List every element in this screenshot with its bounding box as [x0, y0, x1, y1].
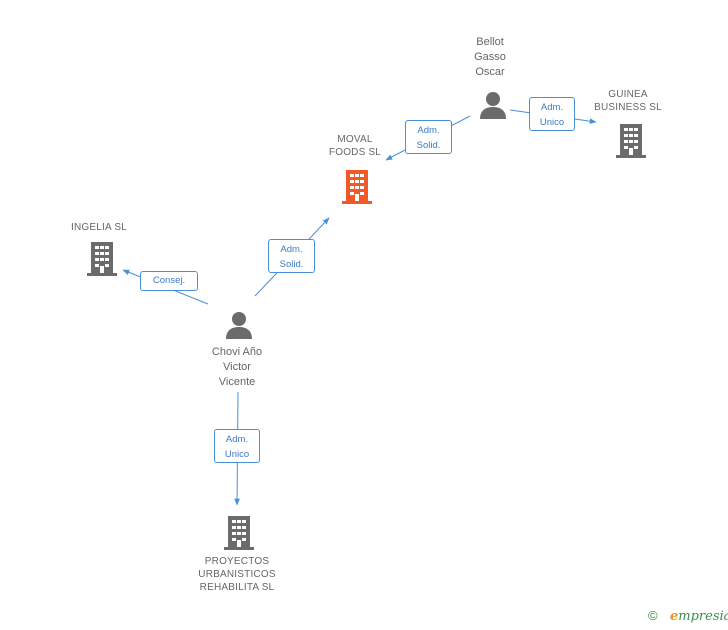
person-icon[interactable] — [478, 90, 508, 120]
company-label-guinea[interactable]: GUINEA BUSINESS SL — [594, 89, 662, 113]
person-label-bellot[interactable]: Bellot Gasso Oscar — [474, 36, 506, 78]
building-icon[interactable] — [222, 514, 256, 550]
person-icon[interactable] — [224, 310, 254, 340]
role-badge-chovi-ingelia: Consej. — [140, 271, 198, 291]
building-icon[interactable] — [614, 122, 648, 158]
copyright-icon: © — [648, 608, 658, 623]
building-icon[interactable] — [340, 168, 374, 204]
company-label-proyectos[interactable]: PROYECTOS URBANISTICOS REHABILITA SL — [198, 556, 276, 593]
role-badge-chovi-moval: Adm. Solid. — [268, 239, 315, 273]
person-label-chovi[interactable]: Chovi Año Victor Vicente — [211, 346, 263, 388]
brand-logo[interactable]: empresia — [670, 609, 728, 624]
role-badge-chovi-proyectos: Adm. Unico — [214, 429, 260, 463]
company-label-moval[interactable]: MOVAL FOODS SL — [328, 134, 382, 158]
role-badge-bellot-guinea: Adm. Unico — [529, 97, 575, 131]
role-badge-bellot-moval: Adm. Solid. — [405, 120, 452, 154]
building-icon[interactable] — [85, 240, 119, 276]
company-label-ingelia[interactable]: INGELIA SL — [71, 222, 127, 233]
brand-initial: e — [670, 609, 679, 624]
brand-rest: mpresia — [678, 609, 728, 624]
